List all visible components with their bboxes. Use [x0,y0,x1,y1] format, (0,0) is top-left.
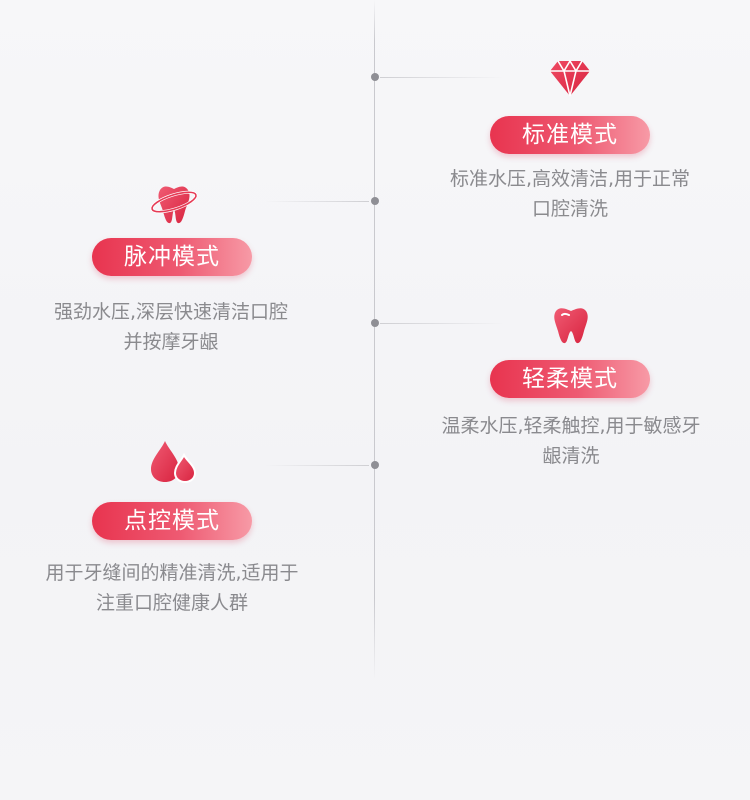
mode-desc-point-line2: 注重口腔健康人群 [95,592,248,614]
timeline-line [374,0,375,680]
connector-standard [380,77,505,78]
mode-desc-standard: 标准水压,高效清洁,用于正常 口腔清洗 [405,164,735,224]
mode-desc-gentle-line2: 龈清洗 [542,445,600,467]
mode-desc-gentle-line1: 温柔水压,轻柔触控,用于敏感牙 [441,415,701,437]
connector-point [265,465,369,466]
tooth-orbit-icon [150,186,198,224]
mode-desc-pulse-line1: 强劲水压,深层快速清洁口腔 [53,301,289,323]
mode-desc-pulse-line2: 并按摩牙龈 [123,331,219,353]
mode-title-pulse: 脉冲模式 [92,238,252,276]
mode-desc-pulse: 强劲水压,深层快速清洁口腔 并按摩牙龈 [6,297,336,357]
timeline-dot-standard [371,73,379,81]
mode-desc-point-line1: 用于牙缝间的精准清洗,适用于 [45,562,299,584]
mode-title-standard: 标准模式 [490,116,650,154]
mode-desc-standard-line2: 口腔清洗 [531,198,608,220]
connector-pulse [265,201,369,202]
timeline-dot-point [371,461,379,469]
tooth-icon [554,308,588,344]
timeline-dot-gentle [371,319,379,327]
mode-title-point: 点控模式 [92,502,252,540]
mode-desc-point: 用于牙缝间的精准清洗,适用于 注重口腔健康人群 [4,558,340,618]
mode-desc-standard-line1: 标准水压,高效清洁,用于正常 [449,168,691,190]
mode-desc-gentle: 温柔水压,轻柔触控,用于敏感牙 龈清洗 [398,411,744,471]
timeline-dot-pulse [371,197,379,205]
diamond-icon [550,59,590,97]
water-drops-icon [151,441,197,484]
connector-gentle [380,323,505,324]
mode-title-gentle: 轻柔模式 [490,360,650,398]
